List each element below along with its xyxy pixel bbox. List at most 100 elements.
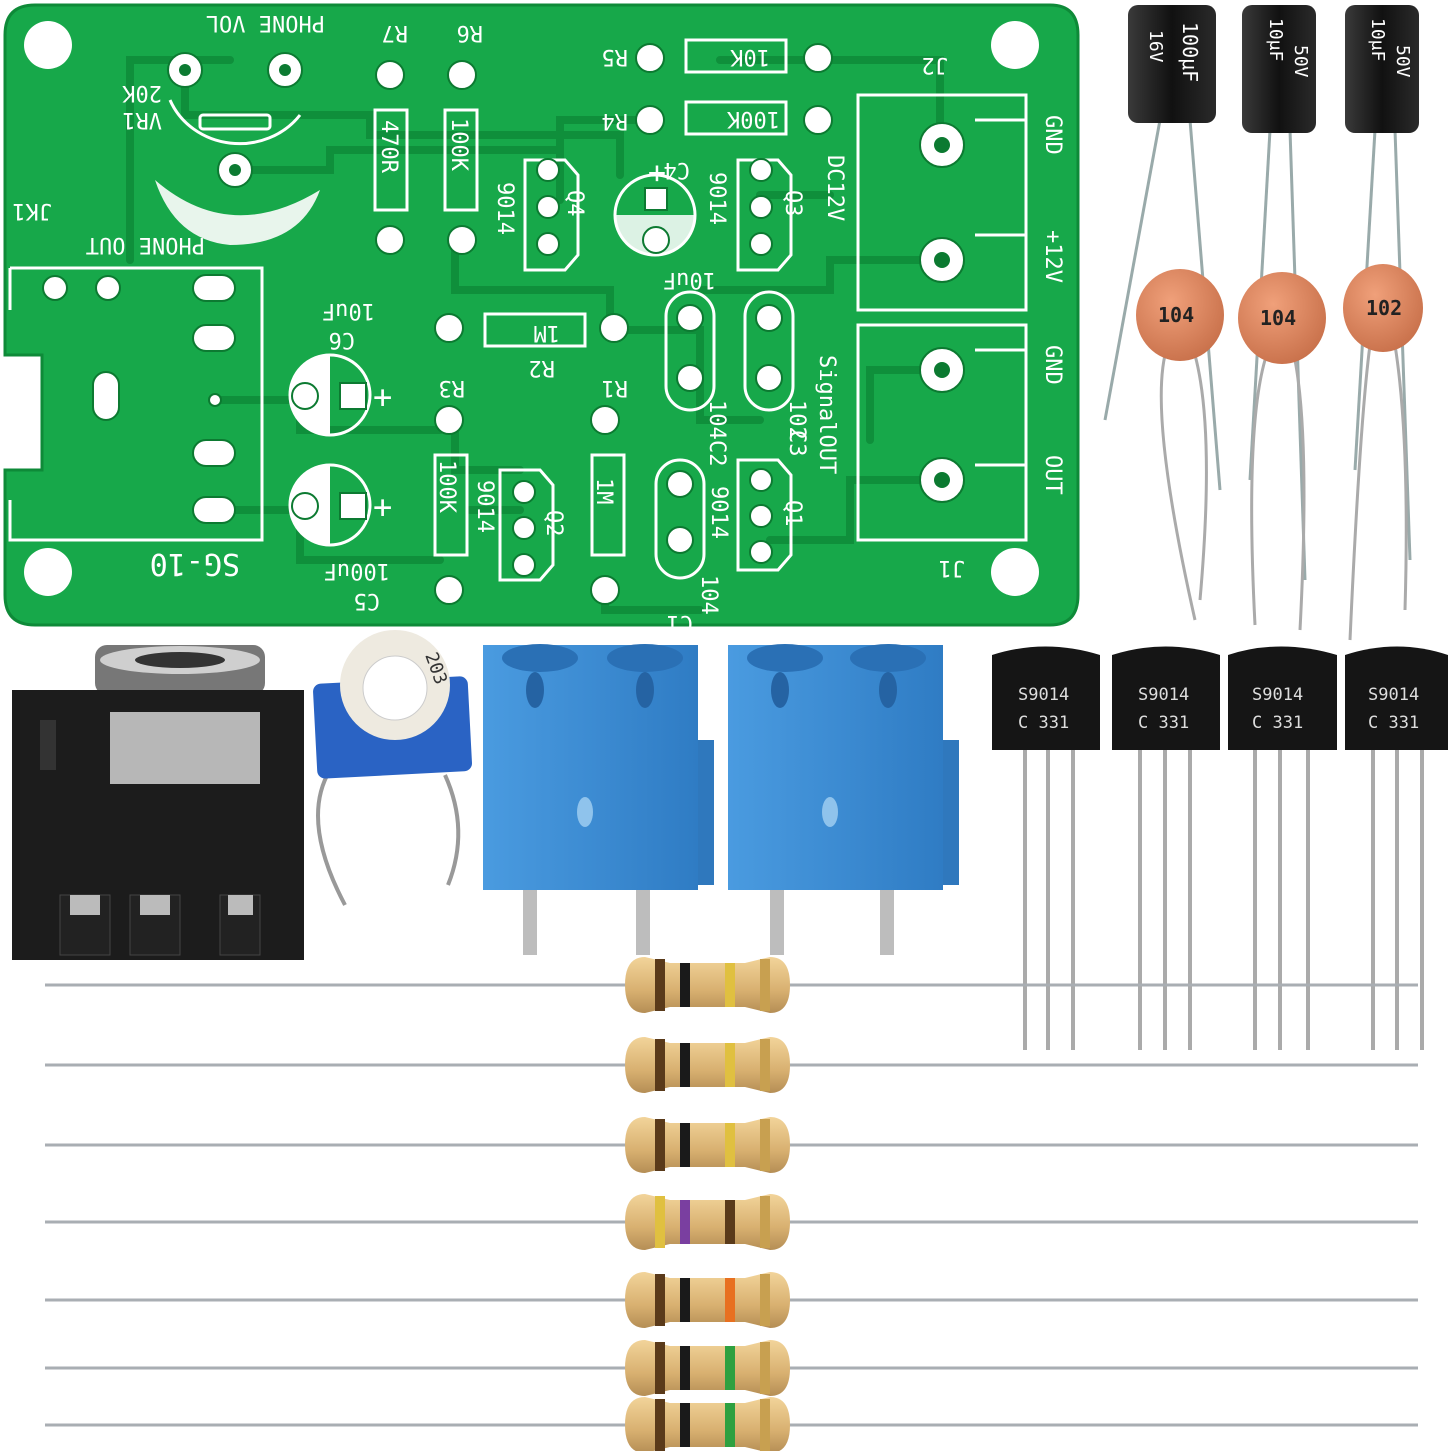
transistor-4-line2: C 331 bbox=[1368, 713, 1419, 733]
label-jk1: JK1 bbox=[12, 198, 52, 223]
label-plus-c6: + bbox=[373, 378, 392, 416]
label-r3: R3 bbox=[439, 375, 466, 400]
label-j1: J1 bbox=[939, 555, 966, 580]
label-c6-value: 10uF bbox=[322, 298, 375, 323]
label-c1-value: 104 bbox=[696, 575, 721, 615]
resistor-band bbox=[655, 959, 665, 1011]
resistor-body bbox=[625, 1117, 790, 1173]
resistor-band bbox=[760, 1274, 770, 1326]
label-c5-value: 100uF bbox=[324, 558, 390, 583]
resistor-band bbox=[725, 1346, 735, 1390]
resistor-band bbox=[680, 1200, 690, 1244]
silkscreen-text: PHONE VOL R7 R6 R5 R4 10K 100K VR1 20K J… bbox=[12, 10, 965, 635]
transistor-1-line2: C 331 bbox=[1018, 713, 1069, 733]
resistor-band bbox=[680, 1278, 690, 1322]
mount-hole bbox=[991, 21, 1039, 69]
label-r4: R4 bbox=[602, 108, 629, 133]
resistor-body bbox=[625, 1340, 790, 1396]
cap-10uf-b-voltage: 50V bbox=[1392, 45, 1413, 78]
resistor-band bbox=[680, 1403, 690, 1447]
trimmer-potentiometer: 203 bbox=[313, 630, 472, 906]
label-signal-out: SignalOUT bbox=[814, 355, 839, 474]
label-phone-out: PHONE OUT bbox=[86, 232, 205, 257]
transistors: S9014 C 331 S9014 C 331 S9014 C 331 S901… bbox=[992, 646, 1448, 1050]
resistor-6 bbox=[45, 1340, 1418, 1396]
resistor-band bbox=[655, 1196, 665, 1248]
resistor-band bbox=[655, 1342, 665, 1394]
pcb-pads bbox=[42, 43, 965, 605]
label-c4-value: 10uF bbox=[663, 267, 716, 292]
resistor-band bbox=[725, 1123, 735, 1167]
resistor-body bbox=[625, 1037, 790, 1093]
resistor-body bbox=[625, 1272, 790, 1328]
label-q2: Q2 bbox=[541, 510, 566, 537]
ceramic-cap-c-label: 102 bbox=[1366, 296, 1402, 320]
label-q4-part: 9014 bbox=[492, 182, 517, 235]
label-r5: R5 bbox=[602, 44, 629, 69]
mount-hole bbox=[24, 548, 72, 596]
ceramic-cap-102: 102 bbox=[1343, 264, 1423, 641]
ceramic-cap-104-a: 104 bbox=[1136, 269, 1224, 621]
label-c3-value: 102 bbox=[784, 400, 809, 440]
resistor-body bbox=[625, 1194, 790, 1250]
resistor-5 bbox=[45, 1272, 1418, 1328]
resistor-3 bbox=[45, 1117, 1418, 1173]
transistor-2-line1: S9014 bbox=[1138, 685, 1189, 705]
resistor-band bbox=[680, 1123, 690, 1167]
resistors bbox=[45, 957, 1418, 1451]
label-r2: R2 bbox=[529, 355, 556, 380]
label-r6: R6 bbox=[457, 20, 484, 45]
resistor-band bbox=[760, 1399, 770, 1451]
resistor-band bbox=[760, 1342, 770, 1394]
resistor-7 bbox=[45, 1397, 1418, 1451]
resistor-band bbox=[725, 1403, 735, 1447]
label-q3: Q3 bbox=[780, 190, 805, 217]
label-c6: C6 bbox=[329, 327, 356, 352]
label-q1: Q1 bbox=[780, 500, 805, 527]
label-plus-c5: + bbox=[373, 488, 392, 526]
label-vr1: VR1 bbox=[122, 107, 162, 132]
label-c4: C4 bbox=[664, 157, 691, 182]
pcb-board: PHONE VOL R7 R6 R5 R4 10K 100K VR1 20K J… bbox=[3, 3, 1080, 635]
transistor-2: S9014 C 331 bbox=[1112, 646, 1220, 1050]
label-c2-value: 104 bbox=[704, 400, 729, 440]
transistor-4: S9014 C 331 bbox=[1345, 646, 1448, 1050]
resistor-band bbox=[725, 1200, 735, 1244]
transistor-3-line2: C 331 bbox=[1252, 713, 1303, 733]
label-r6-value: 100K bbox=[446, 118, 471, 172]
mount-hole bbox=[24, 21, 72, 69]
cap-100uf-voltage: 16V bbox=[1145, 30, 1166, 63]
electrolytic-capacitors: 100μF 16V 10μF 50V 10μF 50V bbox=[1103, 5, 1419, 581]
label-vr1-value: 20K bbox=[122, 80, 162, 105]
resistor-band bbox=[725, 963, 735, 1007]
ceramic-cap-b-label: 104 bbox=[1260, 306, 1296, 330]
mount-hole bbox=[991, 548, 1039, 596]
resistor-2 bbox=[45, 1037, 1418, 1093]
resistor-band bbox=[725, 1043, 735, 1087]
resistor-band bbox=[760, 959, 770, 1011]
pad-holes bbox=[179, 64, 950, 488]
label-c1: C1 bbox=[667, 610, 694, 635]
resistor-band bbox=[760, 1119, 770, 1171]
label-dc12v: DC12V bbox=[822, 155, 847, 221]
label-q1-part: 9014 bbox=[706, 486, 731, 539]
resistor-1 bbox=[45, 957, 1418, 1013]
resistor-body bbox=[625, 1397, 790, 1451]
resistor-band bbox=[655, 1039, 665, 1091]
label-q3-part: 9014 bbox=[704, 172, 729, 225]
transistor-4-line1: S9014 bbox=[1368, 685, 1419, 705]
silkscreen-vertical: 470R 100K 9014 Q4 9014 Q3 DC12V GND +12V… bbox=[376, 115, 1065, 615]
label-r1: R1 bbox=[602, 375, 629, 400]
cap-10uf-a-voltage: 50V bbox=[1290, 45, 1311, 78]
label-out: OUT bbox=[1040, 455, 1065, 495]
label-r5-value: 10K bbox=[730, 44, 770, 69]
terminal-block-1 bbox=[483, 644, 714, 955]
label-gnd-top: GND bbox=[1040, 115, 1065, 155]
label-c4-plus: + bbox=[648, 156, 666, 191]
label-gnd-bottom: GND bbox=[1040, 345, 1065, 385]
resistor-band bbox=[680, 963, 690, 1007]
electrolytic-cap-10uf-b: 10μF 50V bbox=[1345, 5, 1419, 561]
resistor-band bbox=[680, 1043, 690, 1087]
label-r7: R7 bbox=[382, 20, 409, 45]
